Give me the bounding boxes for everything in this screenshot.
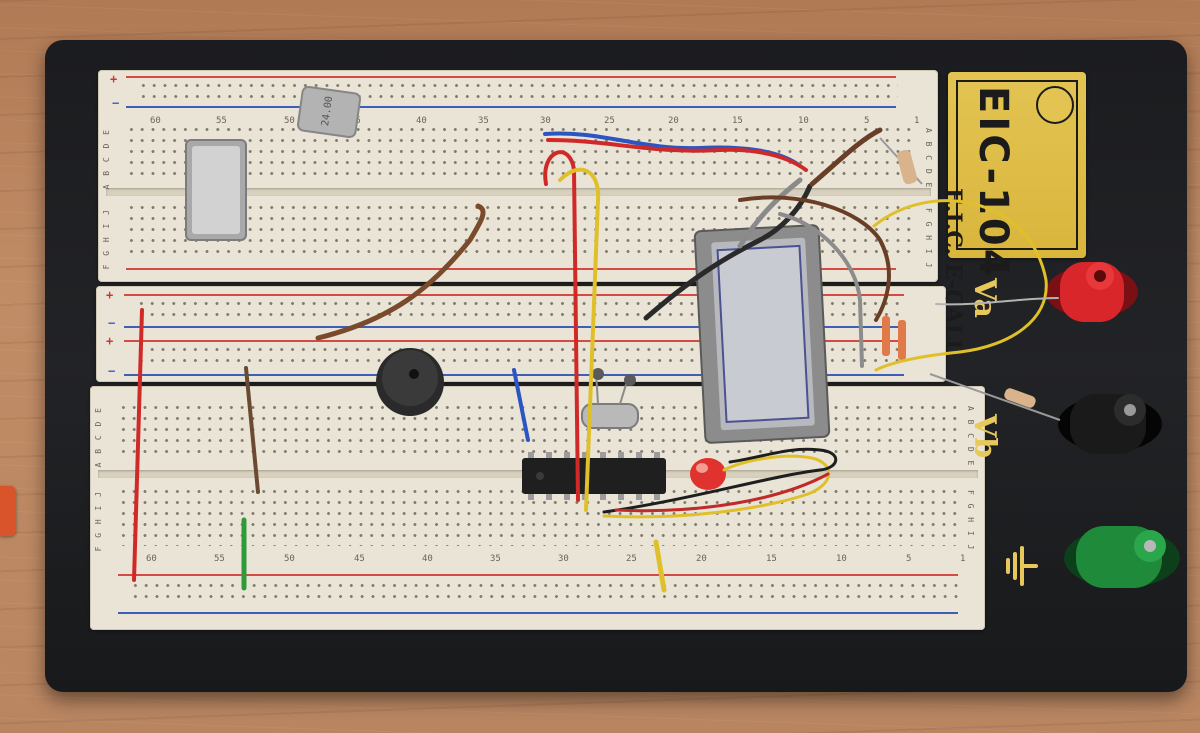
wire-black-led — [602, 447, 838, 514]
crystal-hc49: 24.00 — [296, 85, 362, 139]
resistor-top — [879, 137, 923, 185]
wire-brown-right — [809, 127, 883, 187]
column-number: 40 — [416, 116, 427, 126]
upper-breadboard: + − A B C D E F G H I J A B C D E F G H … — [98, 70, 938, 282]
wire-va-lead — [935, 297, 1059, 306]
lower-terminal-holes-fghij — [118, 486, 958, 546]
column-number: 55 — [216, 116, 227, 126]
resistor-pair — [882, 316, 906, 360]
column-number: 30 — [558, 554, 569, 564]
column-number: 50 — [284, 116, 295, 126]
column-number: 20 — [696, 554, 707, 564]
wire-yellow-long — [558, 167, 601, 512]
red-led — [690, 458, 726, 490]
column-number: 25 — [626, 554, 637, 564]
row-letters-abcde-right: A B C D E — [924, 128, 933, 190]
wire-red-long — [543, 150, 580, 502]
wire-black-mid — [643, 183, 813, 321]
column-number: 20 — [668, 116, 679, 126]
wire-yellow-led — [602, 454, 831, 519]
column-number: 1 — [914, 116, 920, 126]
row-letters-fghij-right: F G H I J — [924, 208, 933, 270]
wire-yellow-va — [872, 199, 1048, 372]
column-number: 35 — [478, 116, 489, 126]
red-binding-post[interactable] — [1046, 262, 1138, 322]
ic-chip — [522, 452, 666, 500]
wire-red-led — [614, 472, 830, 513]
resistor-vb — [929, 373, 1061, 421]
wire-red-top — [546, 138, 808, 172]
eic-logo-icon — [1036, 86, 1074, 124]
column-number: 35 — [490, 554, 501, 564]
wire-gray-lcd — [778, 212, 864, 368]
column-number: 10 — [836, 554, 847, 564]
column-number: 25 — [604, 116, 615, 126]
column-number: 1 — [960, 554, 966, 564]
upper-terminal-holes-abcde — [126, 124, 911, 182]
wire-brown-left — [315, 203, 486, 341]
column-number: 5 — [864, 116, 870, 126]
buzzer — [376, 348, 444, 416]
column-number: 55 — [214, 554, 225, 564]
wire-gray — [737, 177, 803, 249]
wire-yellow-short — [653, 539, 667, 593]
column-number: 50 — [284, 554, 295, 564]
column-number: 5 — [906, 554, 912, 564]
wire-brown-vertical — [244, 366, 260, 494]
wire-red-vertical — [132, 308, 144, 582]
column-number: 15 — [766, 554, 777, 564]
crystal-marking: 24.00 — [320, 95, 335, 126]
column-number: 60 — [146, 554, 157, 564]
column-number: 30 — [540, 116, 551, 126]
wire-blue-short — [512, 368, 530, 442]
green-binding-post[interactable] — [1064, 526, 1180, 588]
lower-power-rail-holes — [130, 580, 960, 602]
ground-symbol-icon — [1006, 546, 1038, 586]
column-number: 10 — [798, 116, 809, 126]
column-number: 40 — [422, 554, 433, 564]
wire-brown-lcd — [738, 195, 891, 322]
lcd-display — [693, 224, 831, 444]
column-number: 60 — [150, 116, 161, 126]
orange-object-edge — [0, 486, 16, 536]
crystal-lower — [581, 368, 639, 429]
row-letters-fghij-right: F G H I J — [966, 490, 975, 552]
black-binding-post[interactable] — [1058, 394, 1162, 454]
column-number: 45 — [354, 554, 365, 564]
lower-breadboard: A B C D E F G H I J A B C D E F G H I J … — [90, 386, 985, 630]
oscillator-can — [185, 139, 247, 241]
row-letters-abcde-right: A B C D E — [966, 406, 975, 468]
column-number: 15 — [732, 116, 743, 126]
